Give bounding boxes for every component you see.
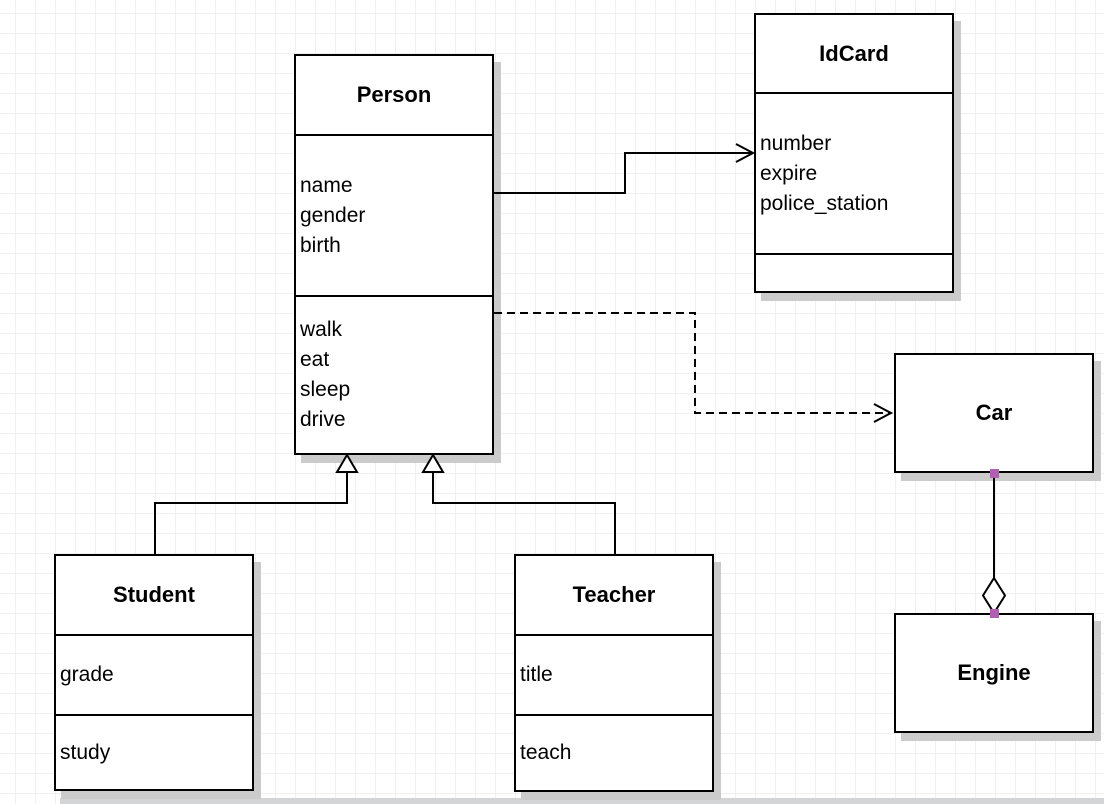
class-box-student[interactable]: Student grade study bbox=[54, 554, 254, 791]
generalization-line[interactable] bbox=[432, 472, 616, 554]
class-title-teacher: Teacher bbox=[572, 582, 656, 607]
class-attributes-person: name gender birth bbox=[296, 134, 492, 295]
attribute-name: name bbox=[300, 173, 353, 197]
method-eat: eat bbox=[300, 348, 330, 371]
connection-endpoint-handle[interactable] bbox=[990, 609, 999, 618]
open-arrowhead-icon bbox=[735, 143, 756, 163]
class-methods-teacher: teach bbox=[516, 714, 712, 790]
connector-student-person[interactable] bbox=[154, 453, 359, 554]
class-title-car: Car bbox=[975, 400, 1013, 425]
method-drive: drive bbox=[300, 408, 346, 431]
method-teach: teach bbox=[520, 741, 572, 764]
attribute-number: number bbox=[760, 131, 832, 155]
generalization-triangle-icon bbox=[335, 453, 359, 473]
class-title-engine: Engine bbox=[957, 660, 1031, 685]
method-study: study bbox=[60, 740, 111, 764]
class-box-idcard[interactable]: IdCard number expire police_station bbox=[754, 13, 954, 293]
attribute-expire: expire bbox=[760, 161, 818, 185]
aggregation-diamond-icon bbox=[981, 576, 1007, 615]
generalization-triangle-icon bbox=[421, 453, 445, 473]
class-box-car[interactable]: Car bbox=[894, 353, 1094, 473]
connector-teacher-person[interactable] bbox=[421, 453, 616, 554]
connector-person-car[interactable] bbox=[494, 312, 894, 423]
open-arrowhead-icon bbox=[873, 403, 894, 423]
attribute-grade: grade bbox=[60, 663, 114, 686]
class-attributes-idcard: number expire police_station bbox=[756, 92, 952, 253]
class-title-idcard: IdCard bbox=[819, 40, 889, 66]
connection-endpoint-handle[interactable] bbox=[990, 469, 999, 478]
class-title-student: Student bbox=[113, 582, 195, 607]
class-attributes-student: grade bbox=[56, 634, 252, 714]
class-box-engine[interactable]: Engine bbox=[894, 613, 1094, 733]
class-methods-idcard bbox=[756, 253, 952, 291]
class-methods-student: study bbox=[56, 714, 252, 789]
class-title-person: Person bbox=[356, 82, 432, 107]
attribute-police_station: police_station bbox=[760, 191, 889, 215]
attribute-title: title bbox=[520, 663, 553, 686]
class-box-teacher[interactable]: Teacher title teach bbox=[514, 554, 714, 792]
attribute-gender: gender bbox=[300, 203, 366, 227]
dependency-line[interactable] bbox=[494, 312, 890, 414]
canvas-edge bbox=[60, 798, 1104, 804]
class-attributes-teacher: title bbox=[516, 634, 712, 714]
connector-person-idcard[interactable] bbox=[494, 143, 756, 194]
attribute-birth: birth bbox=[300, 233, 341, 257]
generalization-line[interactable] bbox=[154, 472, 348, 554]
class-box-person[interactable]: Person name gender birth walk eat sleep drive bbox=[294, 54, 494, 455]
association-line[interactable] bbox=[494, 152, 752, 194]
method-sleep: sleep bbox=[300, 378, 351, 401]
class-methods-person: walk eat sleep drive bbox=[296, 295, 492, 453]
connector-car-engine[interactable] bbox=[981, 469, 1007, 618]
method-walk: walk bbox=[300, 318, 343, 341]
